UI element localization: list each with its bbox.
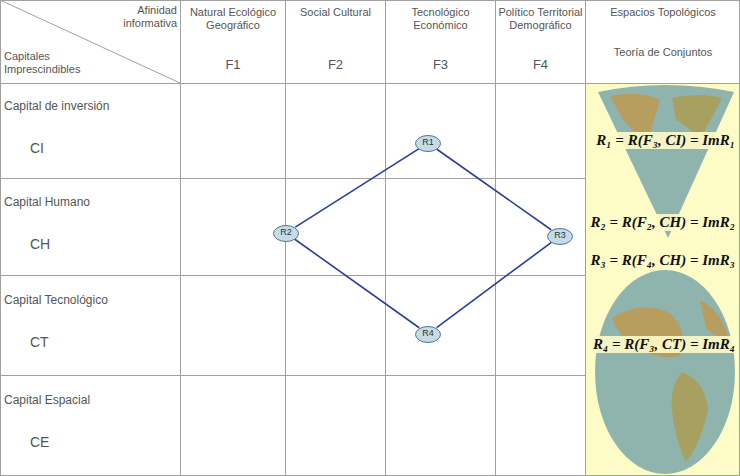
yellow-column [585,83,740,476]
formula: R₄ = R(F₃, CT) = ImR₄ [591,336,737,353]
row-header: Capital de inversión [4,100,176,114]
row-code: CI [30,140,170,156]
column-code: F1 [181,58,285,73]
column-header: Teoría de Conjuntos [586,46,740,59]
column-code: F4 [496,58,585,73]
row-header: Capital Espacial [4,394,176,408]
connector-line [295,239,419,327]
relation-ellipse: R2 [273,225,299,242]
row-header: Capital Humano [4,196,176,210]
connector-line [437,242,552,327]
formula: R₂ = R(F₂, CH) = ImR₂ [589,214,737,231]
formula: R₁ = R(F₃, CI) = ImR₁ [594,132,737,149]
column-header: Político Territorial Demográfico [496,6,585,31]
row-code: CH [30,236,170,252]
corner-diagonal [0,0,180,83]
corner-header: Capitales Imprescindibles [4,50,99,75]
column-code: F2 [286,58,385,73]
corner-header: Afinidad informativa [100,4,177,29]
formula: R₃ = R(F₄, CH) = ImR₃ [589,252,737,269]
row-code: CT [30,334,170,350]
column-header: Espacios Topológicos [586,6,740,19]
relation-ellipse: R3 [547,228,573,245]
column-header: Natural Ecológico Geográfico [181,6,285,31]
relation-label: R2 [280,228,292,238]
connector-line [437,149,551,230]
row-header: Capital Tecnológico [4,294,176,308]
column-header: Social Cultural [286,6,385,19]
column-code: F3 [386,58,495,73]
relation-label: R4 [422,329,434,339]
relation-ellipse: R4 [415,326,441,343]
relation-label: R1 [422,138,434,148]
column-header: Tecnológico Económico [386,6,495,31]
relation-ellipse: R1 [415,135,441,152]
relation-label: R3 [554,231,566,241]
row-code: CE [30,434,170,450]
connector-line [295,149,418,227]
